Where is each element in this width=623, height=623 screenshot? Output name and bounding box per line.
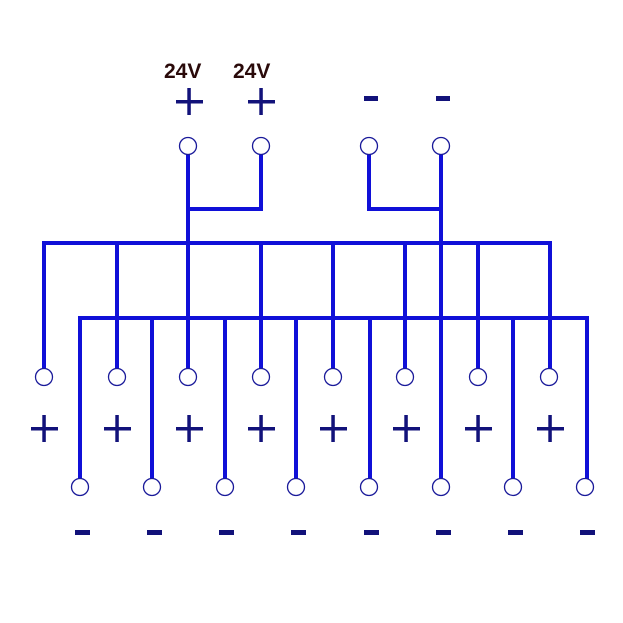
output-plus-signs	[31, 415, 564, 442]
output-negative-terminals	[70, 477, 595, 497]
input-terminal-negative-1	[359, 136, 379, 156]
voltage-label-1: 24V	[164, 60, 201, 83]
input-plus-sign-2	[248, 88, 275, 115]
voltage-label-2: 24V	[233, 60, 270, 83]
input-plus-sign-1	[176, 88, 203, 115]
input-terminal-negative-2	[431, 136, 451, 156]
input-terminal-positive-1	[178, 136, 198, 156]
input-minus-sign-1	[364, 96, 378, 101]
input-terminal-positive-2	[251, 136, 271, 156]
input-positive-wiring	[186, 151, 263, 320]
input-minus-sign-2	[436, 96, 450, 101]
positive-bus	[42, 241, 552, 379]
output-positive-terminals	[34, 367, 559, 387]
negative-bus	[78, 316, 589, 489]
output-minus-signs	[75, 530, 595, 535]
